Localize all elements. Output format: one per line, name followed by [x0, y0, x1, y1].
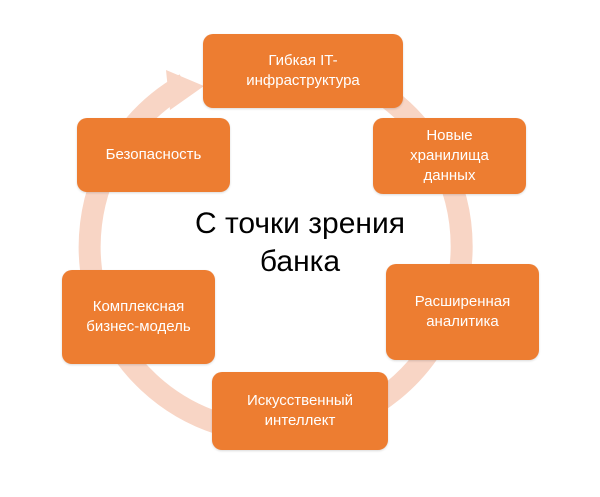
cycle-arrow-head	[166, 70, 204, 110]
node-new-data-storage: Новые хранилища данных	[373, 118, 526, 194]
center-label: С точки зрения банка	[195, 207, 405, 278]
node-artificial-intelligence: Искусственный интеллект	[212, 372, 388, 450]
node-advanced-analytics: Расширенная аналитика	[386, 264, 539, 360]
node-flexible-it-infrastructure: Гибкая IT- инфраструктура	[203, 34, 403, 108]
node-complex-business-model: Комплексная бизнес-модель	[62, 270, 215, 364]
node-security: Безопасность	[77, 118, 230, 192]
